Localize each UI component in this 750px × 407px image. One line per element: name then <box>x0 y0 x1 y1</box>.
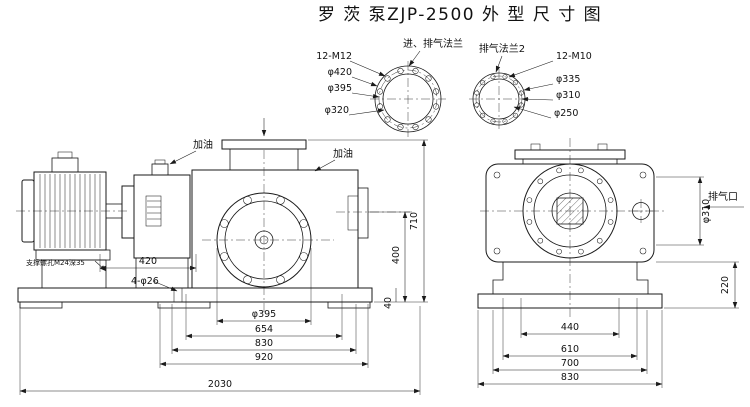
flange-exhaust-bolt-spec: 12-M10 <box>556 51 592 62</box>
dim-830-front: 830 <box>561 372 579 383</box>
body-corner-bolts <box>493 171 647 255</box>
pump-casing <box>191 118 410 289</box>
side-plug <box>629 199 653 223</box>
gear-cover-bolts <box>526 167 614 255</box>
flange-exhaust-dia-boltcircle: φ310 <box>556 90 580 101</box>
shaft-end-hatched <box>556 197 584 225</box>
front-pedestal <box>477 262 663 309</box>
oil-label-2: 加油 <box>333 147 353 160</box>
flange-detail-exhaust2: 排气法兰2 12-M10 φ335 φ310 φ250 <box>469 42 592 131</box>
dim-40: 40 <box>383 297 394 309</box>
dim-220: 220 <box>720 276 731 294</box>
support-hole-label: 支撑螺孔M24深35 <box>26 258 85 267</box>
base <box>17 287 373 309</box>
front-view: 排气口 440 610 700 830 φ310 220 <box>477 138 744 388</box>
top-flange-plate <box>514 149 626 160</box>
flange-inlet-bolt-spec: 12-M12 <box>316 51 352 62</box>
dim-420: 420 <box>139 256 157 267</box>
dim-2030: 2030 <box>208 379 232 390</box>
flange-detail-inlet: 进、排气法兰 12-M12 φ420 φ395 φ320 <box>316 37 463 137</box>
page-title: 罗 茨 泵ZJP-2500 外 型 尺 寸 图 <box>318 5 602 25</box>
flange-exhaust-dia-bore: φ250 <box>554 108 578 119</box>
motor <box>16 151 128 289</box>
flange-inlet-dia-bore: φ320 <box>325 105 349 116</box>
flange-exhaust-dia-outer: φ335 <box>556 74 580 85</box>
dim-920: 920 <box>255 352 273 363</box>
end-cover-bolts <box>220 196 308 284</box>
dim-440: 440 <box>561 322 579 333</box>
end-cover <box>202 150 334 312</box>
exhaust-port-label: 排气口 <box>708 190 738 203</box>
flange-exhaust-bolt-holes <box>474 74 524 124</box>
dim-700: 700 <box>561 358 579 369</box>
dim-phi310: φ310 <box>701 199 712 223</box>
dim-830-side: 830 <box>255 338 273 349</box>
gear-cover-circle <box>522 163 618 259</box>
exhaust-flange-side <box>357 187 369 239</box>
dim-654: 654 <box>255 324 273 335</box>
flange-inlet-dia-outer: φ420 <box>328 67 352 78</box>
gearbox <box>121 159 191 289</box>
front-dimensions: 440 610 700 830 φ310 220 <box>477 176 739 388</box>
foot-hole-label: 4-φ26 <box>131 276 159 287</box>
side-view: 加油 加油 支撑螺孔M24深35 4-φ26 420 φ395 654 830 … <box>16 118 428 395</box>
motor-terminal-box <box>51 157 79 173</box>
dim-710: 710 <box>409 212 420 230</box>
dim-phi395: φ395 <box>252 309 276 320</box>
oil-label-1: 加油 <box>193 138 213 151</box>
flange-exhaust-label: 排气法兰2 <box>479 42 525 55</box>
flange-inlet-dia-boltcircle: φ395 <box>328 83 352 94</box>
gearbox-oil-cap <box>151 163 169 176</box>
dim-610: 610 <box>561 344 579 355</box>
flange-inlet-label: 进、排气法兰 <box>403 37 463 50</box>
dim-400: 400 <box>391 246 402 264</box>
intake-flange <box>221 139 307 150</box>
side-dimensions: 420 φ395 654 830 920 2030 710 400 40 <box>19 139 428 395</box>
